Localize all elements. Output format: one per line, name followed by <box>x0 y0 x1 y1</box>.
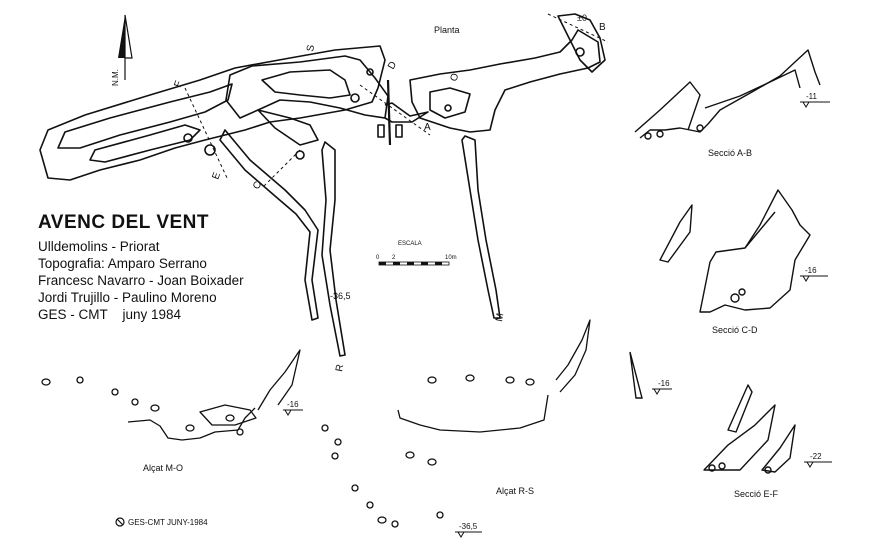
scale-title: ESCALA <box>398 241 422 247</box>
plan-mark-o: O <box>448 72 461 83</box>
elevation-mo <box>41 349 301 441</box>
section-cd-label: Secció C-D <box>712 325 758 335</box>
plan-section-lines <box>184 13 609 189</box>
credit-authors-2: Jordi Trujillo - Paulino Moreno <box>38 290 217 305</box>
credit-location: Ulldemolins - Priorat <box>38 239 160 254</box>
depth-plan-bottom: -36,5 <box>330 291 351 301</box>
section-ab-label: Secció A-B <box>708 148 752 158</box>
title-block: AVENC DEL VENT Ulldemolins - Priorat Top… <box>38 212 244 323</box>
plan-mark-c: C <box>251 180 264 192</box>
section-ef <box>703 384 796 474</box>
depth-mid: -16 <box>658 379 670 388</box>
depth-zero: ±0 <box>577 13 587 23</box>
section-ab <box>634 49 821 140</box>
depth-marker-mid <box>652 388 672 395</box>
depth-marker-ef <box>804 461 832 468</box>
depth-marker-rs <box>455 531 482 538</box>
footer-credit: GES-CMT JUNY-1984 <box>128 518 208 527</box>
section-cd <box>659 189 811 313</box>
north-label: N.M. <box>111 69 120 86</box>
plan-mark-r: R <box>334 363 346 372</box>
depth-rs: -36,5 <box>459 522 478 531</box>
plan-mark-b: B <box>599 22 606 33</box>
scale-tick-10: 10m <box>445 255 457 261</box>
credit-authors-1: Francesc Navarro - Joan Boixader <box>38 273 244 288</box>
plan-mark-a: A <box>424 122 431 133</box>
elevation-rs-label: Alçat R-S <box>496 486 534 496</box>
depth-mo: -16 <box>287 400 299 409</box>
cave-title: AVENC DEL VENT <box>38 212 209 233</box>
depth-cd: -16 <box>805 266 817 275</box>
section-mid-spire <box>629 351 643 399</box>
depth-marker-ab <box>800 101 830 108</box>
plan-mark-e: E <box>210 171 223 181</box>
depth-marker-mo <box>283 409 303 416</box>
plan-marks: F E C S D A B O R M <box>172 22 606 373</box>
scale-tick-2: 2 <box>392 255 396 261</box>
depth-ab: -11 <box>806 92 818 101</box>
scale-bar: ESCALA 0 2 10m <box>376 241 457 266</box>
depth-marker-cd <box>800 275 828 282</box>
scale-tick-0: 0 <box>376 255 380 261</box>
depth-ef: -22 <box>810 452 822 461</box>
plan-mark-f: F <box>172 80 184 90</box>
plan-mark-m: M <box>494 312 506 322</box>
footer-logo-icon <box>115 517 125 527</box>
north-arrow-icon <box>118 14 133 80</box>
plan-label: Planta <box>434 25 460 35</box>
plan-mark-d: D <box>386 60 399 72</box>
credit-group-date: GES - CMT juny 1984 <box>38 307 182 322</box>
elevation-mo-label: Alçat M-O <box>143 463 183 473</box>
elevation-rs <box>321 319 591 528</box>
section-ef-label: Secció E-F <box>734 489 779 499</box>
credit-topography: Topografia: Amparo Serrano <box>38 256 207 271</box>
plan-view <box>39 13 606 357</box>
plan-mark-s: S <box>305 44 317 53</box>
